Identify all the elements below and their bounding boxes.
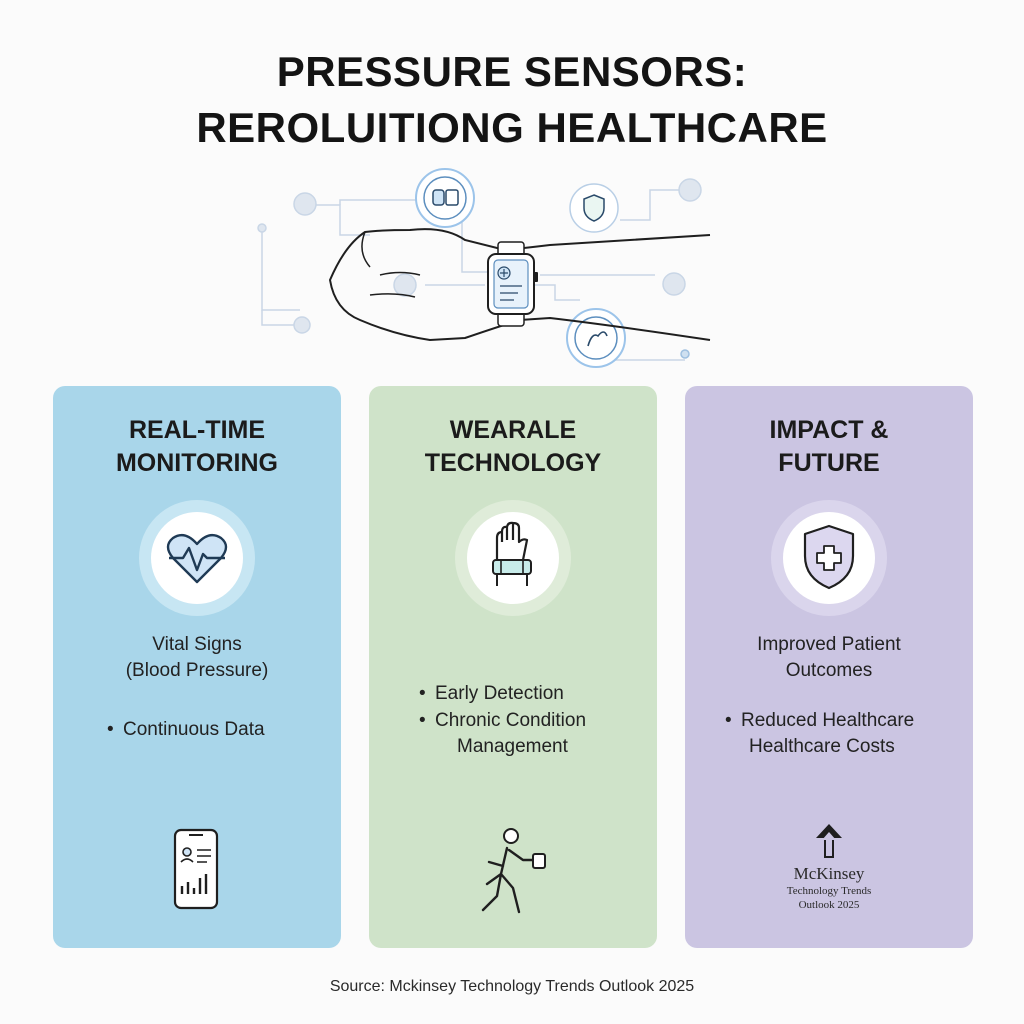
card-impact-future: IMPACT & FUTURE Improved Patient Outcome… bbox=[685, 386, 973, 948]
card-heading-line-1: REAL-TIME bbox=[128, 416, 266, 444]
bullet-continuation: Healthcare Costs bbox=[749, 736, 895, 757]
card-heading: WEARALE TECHNOLOGY bbox=[369, 414, 657, 480]
card-description: Vital Signs (Blood Pressure) bbox=[53, 632, 341, 684]
card-text-line-1: Vital Signs bbox=[152, 634, 242, 655]
card-heading-line-1: IMPACT & bbox=[769, 416, 889, 444]
mckinsey-logo: McKinsey Technology Trends Outlook 2025 bbox=[685, 864, 973, 912]
logo-line-2: Outlook 2025 bbox=[798, 899, 860, 911]
card-text-line-1: Improved Patient bbox=[757, 634, 901, 655]
card-description: Improved Patient Outcomes bbox=[685, 632, 973, 684]
walking-person-icon bbox=[481, 828, 546, 914]
card-heading: IMPACT & FUTURE bbox=[685, 414, 973, 480]
bullet-text: Continuous Data bbox=[123, 719, 265, 740]
bullet-item: •Reduced Healthcare bbox=[725, 710, 915, 731]
card-heading: REAL-TIME MONITORING bbox=[53, 414, 341, 480]
card-heading-line-2: MONITORING bbox=[115, 449, 279, 477]
bullet-item: •Chronic Condition bbox=[419, 710, 587, 731]
bullet-text: Reduced Healthcare bbox=[741, 710, 915, 731]
smartwatch bbox=[487, 241, 538, 327]
card-text-line-2: (Blood Pressure) bbox=[125, 660, 269, 681]
card-heading-line-1: WEARALE bbox=[449, 416, 577, 444]
title-line-1: PRESSURE SENSORS: bbox=[276, 48, 748, 95]
smartwatch-hand-illustration bbox=[257, 168, 711, 368]
shield-plus-icon bbox=[771, 500, 887, 616]
bullet-continuation: Management bbox=[457, 736, 568, 757]
bullet-text: Early Detection bbox=[435, 683, 564, 704]
card-text-line-2: Outcomes bbox=[785, 660, 873, 681]
arrow-up-logo-icon bbox=[816, 824, 842, 858]
hero-pill-node bbox=[415, 168, 475, 228]
card-heading-line-2: FUTURE bbox=[778, 449, 880, 477]
bullet-item: •Continuous Data bbox=[107, 719, 265, 740]
card-heading-line-2: TECHNOLOGY bbox=[424, 449, 602, 477]
bullet-item: •Early Detection bbox=[419, 683, 564, 704]
hero-shield-node bbox=[569, 183, 619, 233]
hero-device-node bbox=[566, 308, 626, 368]
wrist-band-icon bbox=[455, 500, 571, 616]
smartphone-chart-icon bbox=[173, 828, 219, 910]
source-caption: Source: Mckinsey Technology Trends Outlo… bbox=[329, 978, 695, 995]
heart-pulse-icon bbox=[139, 500, 255, 616]
card-wearable-technology: WEARALE TECHNOLOGY •Early Detection •Chr… bbox=[369, 386, 657, 948]
logo-name: McKinsey bbox=[793, 864, 865, 883]
title-line-2: REROLUITIONG HEALTHCARE bbox=[196, 104, 828, 151]
bullet-text: Chronic Condition bbox=[435, 710, 587, 731]
logo-line-1: Technology Trends bbox=[786, 885, 872, 897]
page-title: PRESSURE SENSORS: REROLUITIONG HEALTHCAR… bbox=[0, 44, 1024, 156]
hand-outline bbox=[328, 228, 711, 342]
card-real-time-monitoring: REAL-TIME MONITORING Vital Signs (Blood … bbox=[53, 386, 341, 948]
